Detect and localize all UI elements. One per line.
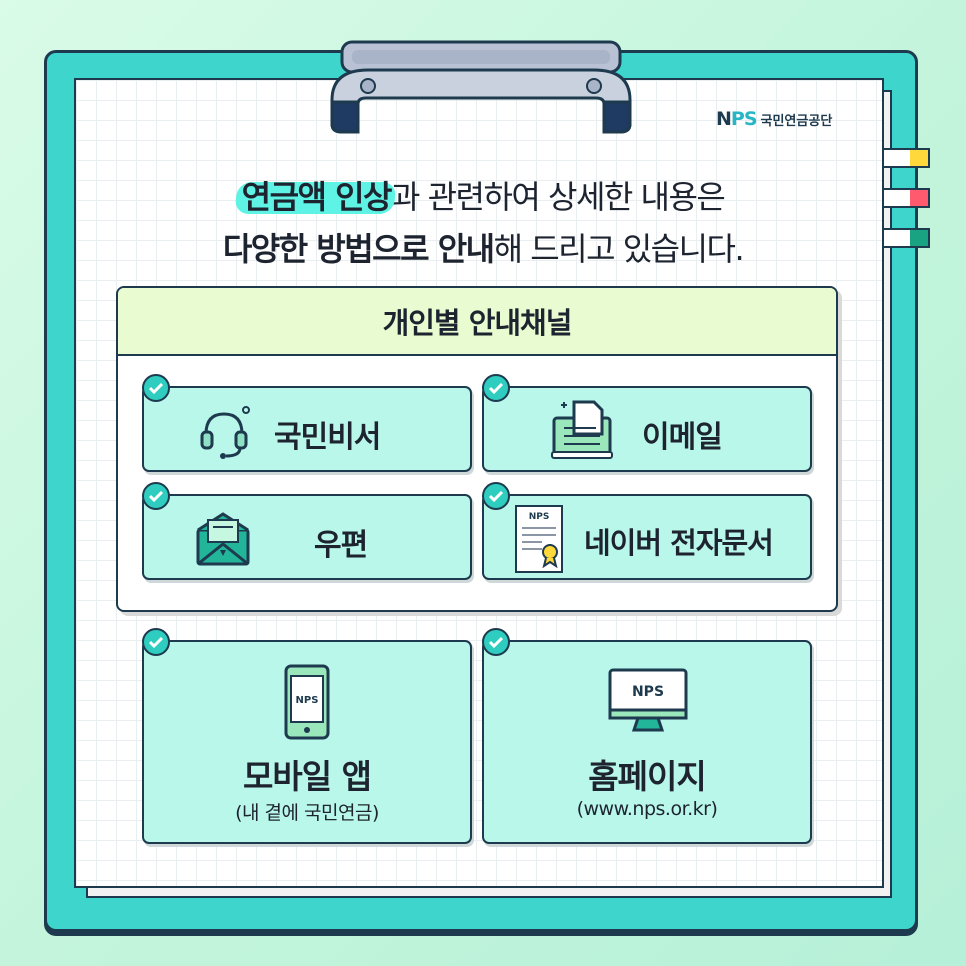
channel-sub-label: (www.nps.or.kr) <box>576 798 718 820</box>
svg-text:NPS: NPS <box>529 512 550 522</box>
channel-sub-label: (내 곁에 국민연금) <box>235 802 379 824</box>
channel-card-mail[interactable]: 우편 <box>142 494 472 580</box>
channel-card-mobile-app[interactable]: NPS 모바일 앱 (내 곁에 국민연금) <box>142 640 472 844</box>
check-icon <box>482 374 510 402</box>
envelope-icon <box>196 512 250 566</box>
headline-line-2-bold: 다양한 방법으로 안내 <box>222 230 495 268</box>
nps-logo: NPS 국민연금공단 <box>716 108 832 130</box>
channel-label: 이메일 <box>642 420 723 455</box>
monitor-screen-text: NPS <box>632 684 664 700</box>
tab-red <box>882 188 930 208</box>
channel-label: 홈페이지 <box>588 757 706 796</box>
headline-line-2: 다양한 방법으로 안내해 드리고 있습니다. <box>100 224 866 270</box>
logo-brand: NPS <box>716 108 758 130</box>
logo-org-name: 국민연금공단 <box>760 113 833 129</box>
channel-card-kookmin-secretary[interactable]: 국민비서 <box>142 386 472 472</box>
check-icon <box>142 628 170 656</box>
channel-card-homepage[interactable]: NPS 홈페이지 (www.nps.or.kr) <box>482 640 812 844</box>
channel-label: 우편 <box>314 528 368 563</box>
tab-yellow <box>882 148 930 168</box>
channel-card-email[interactable]: 이메일 <box>482 386 812 472</box>
tablet-screen-text: NPS <box>296 695 319 706</box>
headline-highlight: 연금액 인상 <box>241 178 393 216</box>
headset-icon <box>200 406 250 459</box>
headline-line-2-rest: 해 드리고 있습니다. <box>493 230 745 268</box>
headline-line-1: 연금액 인상과 관련하여 상세한 내용은 <box>100 172 866 218</box>
panel-title: 개인별 안내채널 <box>118 288 836 356</box>
headline-line-1-rest: 과 관련하여 상세한 내용은 <box>390 178 726 216</box>
certificate-document-icon: NPS <box>515 505 563 573</box>
channel-card-naver-edoc[interactable]: NPS 네이버 전자문서 <box>482 494 812 580</box>
email-document-icon <box>551 400 613 459</box>
clipboard-clip-icon <box>330 40 632 134</box>
monitor-icon: NPS <box>608 668 688 732</box>
channel-label: 네이버 전자문서 <box>584 526 774 560</box>
channel-label: 모바일 앱 <box>243 757 372 796</box>
tablet-icon: NPS <box>284 664 330 740</box>
tab-green <box>882 228 930 248</box>
check-icon <box>482 482 510 510</box>
check-icon <box>142 374 170 402</box>
channel-label: 국민비서 <box>274 420 381 455</box>
check-icon <box>142 482 170 510</box>
check-icon <box>482 628 510 656</box>
